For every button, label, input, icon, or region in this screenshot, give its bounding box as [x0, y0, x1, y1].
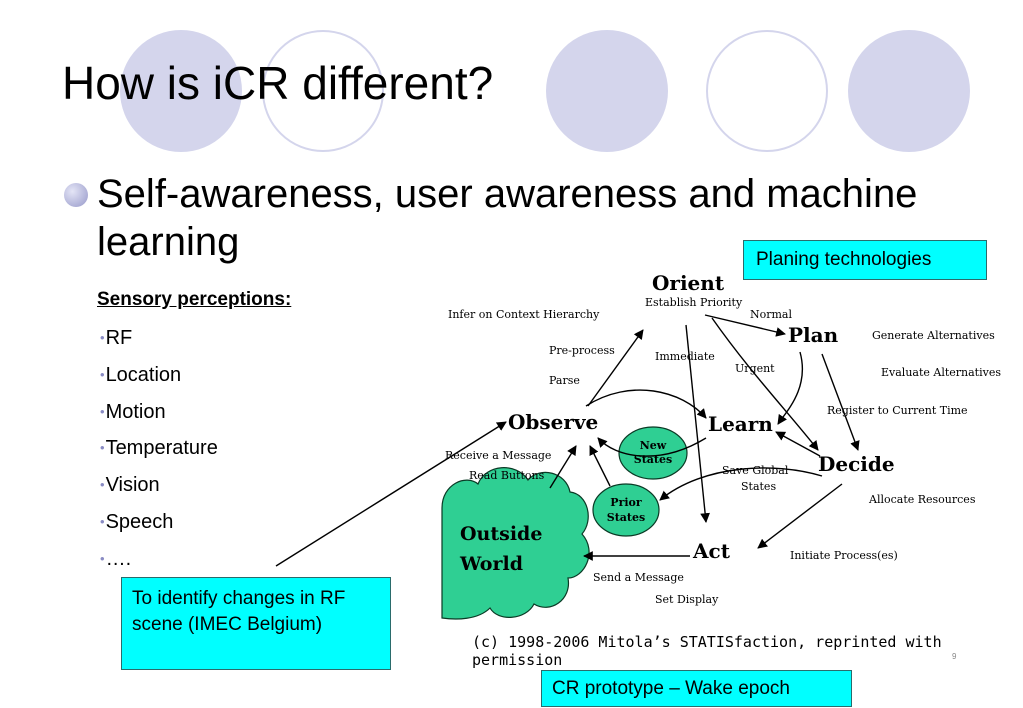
list-item-label: Location — [105, 363, 182, 386]
new-states-oval — [618, 426, 688, 480]
label-evaluate-alternatives: Evaluate Alternatives — [881, 366, 1001, 379]
node-learn: Learn — [708, 412, 773, 436]
arrow-orient-to-decide — [711, 317, 819, 451]
outside-world-label-1: Outside — [460, 523, 542, 545]
arrow-plan-to-decide — [821, 353, 860, 451]
node-observe: Observe — [508, 410, 598, 434]
arrow-decide-to-act — [757, 483, 843, 549]
copyright-note: (c) 1998-2006 Mitola’s STATISfaction, re… — [472, 633, 942, 669]
label-register-time: Register to Current Time — [827, 404, 968, 417]
arrow-orient-to-act — [685, 324, 710, 523]
label-urgent: Urgent — [735, 362, 775, 375]
deco-circle-filled-2 — [546, 30, 668, 152]
label-initiate-process: Initiate Process(es) — [790, 549, 898, 562]
list-item: •Temperature — [100, 430, 218, 467]
list-item: •RF — [100, 320, 218, 357]
arrow-observe-to-learn — [585, 389, 707, 419]
outside-world-label-2: World — [459, 553, 523, 575]
label-receive-message: Receive a Message — [445, 449, 551, 462]
label-allocate-resources: Allocate Resources — [868, 493, 976, 506]
list-item: •Vision — [100, 467, 218, 504]
deco-circle-filled-1 — [120, 30, 242, 152]
slide-title: How is iCR different? — [62, 57, 494, 109]
label-save-global-2: States — [741, 480, 776, 493]
new-states-label-2: States — [634, 453, 672, 466]
list-item: •Location — [100, 357, 218, 394]
new-states-label-1: New — [640, 439, 667, 452]
label-immediate: Immediate — [655, 350, 715, 363]
arrow-decide-to-learn — [775, 431, 821, 457]
rf-scene-callout: To identify changes in RF scene (IMEC Be… — [121, 577, 391, 670]
label-pre-process: Pre-process — [549, 344, 615, 357]
label-parse: Parse — [549, 374, 580, 387]
deco-circle-filled-3 — [848, 30, 970, 152]
sensory-list: •RF •Location •Motion •Temperature •Visi… — [100, 320, 218, 578]
prior-states-label-1: Prior — [610, 496, 642, 509]
prior-states-oval — [592, 483, 660, 537]
cr-prototype-callout: CR prototype – Wake epoch — [541, 670, 852, 707]
list-item-label: …. — [105, 547, 132, 570]
arrow-plan-to-learn — [777, 351, 804, 425]
bullet-icon: • — [100, 366, 105, 382]
deco-circle-outline-1 — [262, 30, 384, 152]
label-generate-alternatives: Generate Alternatives — [872, 329, 995, 342]
outside-world-cloud — [441, 467, 590, 620]
bullet-icon: • — [100, 477, 105, 493]
label-infer-context: Infer on Context Hierarchy — [448, 308, 600, 321]
planing-technologies-callout: Planing technologies — [743, 240, 987, 280]
label-send-message: Send a Message — [593, 571, 684, 584]
label-set-display: Set Display — [655, 593, 719, 606]
page-number: 9 — [952, 652, 957, 661]
bullet-icon: • — [100, 403, 105, 419]
bullet-icon: • — [100, 513, 105, 529]
list-item-label: Vision — [105, 474, 160, 497]
label-establish-priority: Establish Priority — [645, 296, 743, 309]
list-item-label: Temperature — [105, 437, 218, 460]
node-decide: Decide — [818, 452, 895, 476]
arrow-prior-states-to-observe — [589, 445, 611, 487]
bullet-icon: • — [100, 440, 105, 456]
arrow-observe-to-orient — [587, 329, 644, 407]
bullet-icon: • — [100, 330, 105, 345]
bullet-icon: • — [100, 550, 105, 566]
list-item: •…. — [100, 541, 218, 578]
node-act: Act — [692, 539, 731, 563]
label-normal: Normal — [750, 308, 792, 321]
deco-circle-outline-2 — [706, 30, 828, 152]
arrow-world-to-observe — [549, 445, 577, 489]
list-item: •Motion — [100, 394, 218, 431]
list-item-label: Motion — [105, 400, 166, 423]
node-plan: Plan — [788, 323, 839, 347]
main-bullet-text: Self-awareness, user awareness and machi… — [97, 172, 918, 264]
node-orient: Orient — [652, 271, 725, 295]
arrow-learn-to-observe — [597, 437, 707, 457]
label-read-buttons: Read Buttons — [469, 469, 545, 482]
prior-states-label-2: States — [607, 511, 645, 524]
arrow-orient-to-plan — [704, 314, 786, 337]
rf-callout-pointer — [275, 421, 507, 567]
list-item: •Speech — [100, 504, 218, 541]
sensory-perceptions-heading: Sensory perceptions: — [97, 289, 292, 310]
main-bullet-icon — [64, 183, 88, 207]
list-item-label: Speech — [105, 510, 174, 533]
list-item-label: RF — [105, 327, 133, 349]
arrow-decide-to-prior-states — [659, 467, 823, 501]
